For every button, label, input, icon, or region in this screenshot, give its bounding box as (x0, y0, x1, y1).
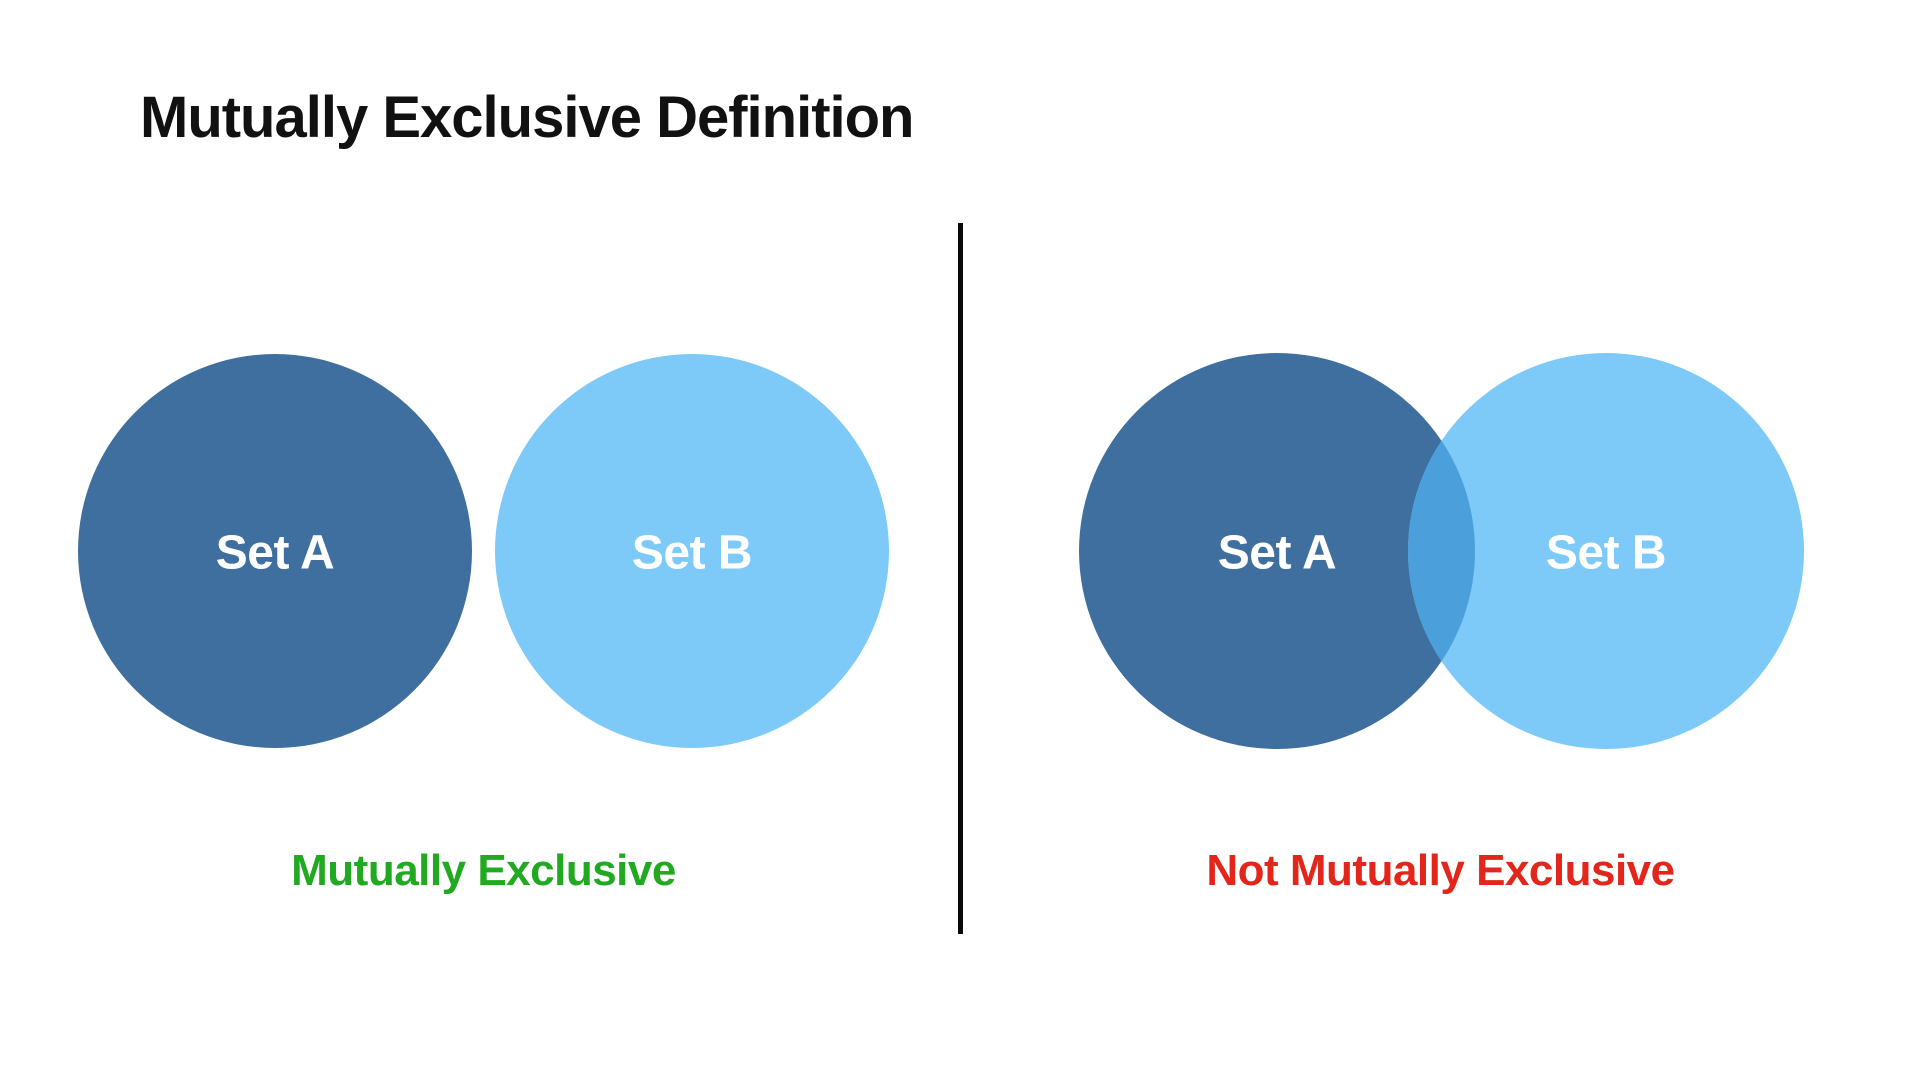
left-set-b-label: Set B (631, 526, 753, 580)
left-set-a-circle (78, 354, 472, 748)
left-set-b-circle (495, 354, 889, 748)
divider-line (958, 223, 963, 934)
right-caption: Not Mutually Exclusive (1206, 846, 1675, 895)
page-title: Mutually Exclusive Definition (140, 85, 914, 150)
right-set-b-label: Set B (1545, 526, 1667, 580)
right-set-a-label: Set A (1217, 526, 1337, 580)
left-set-a-label: Set A (215, 526, 335, 580)
left-caption: Mutually Exclusive (291, 846, 676, 895)
